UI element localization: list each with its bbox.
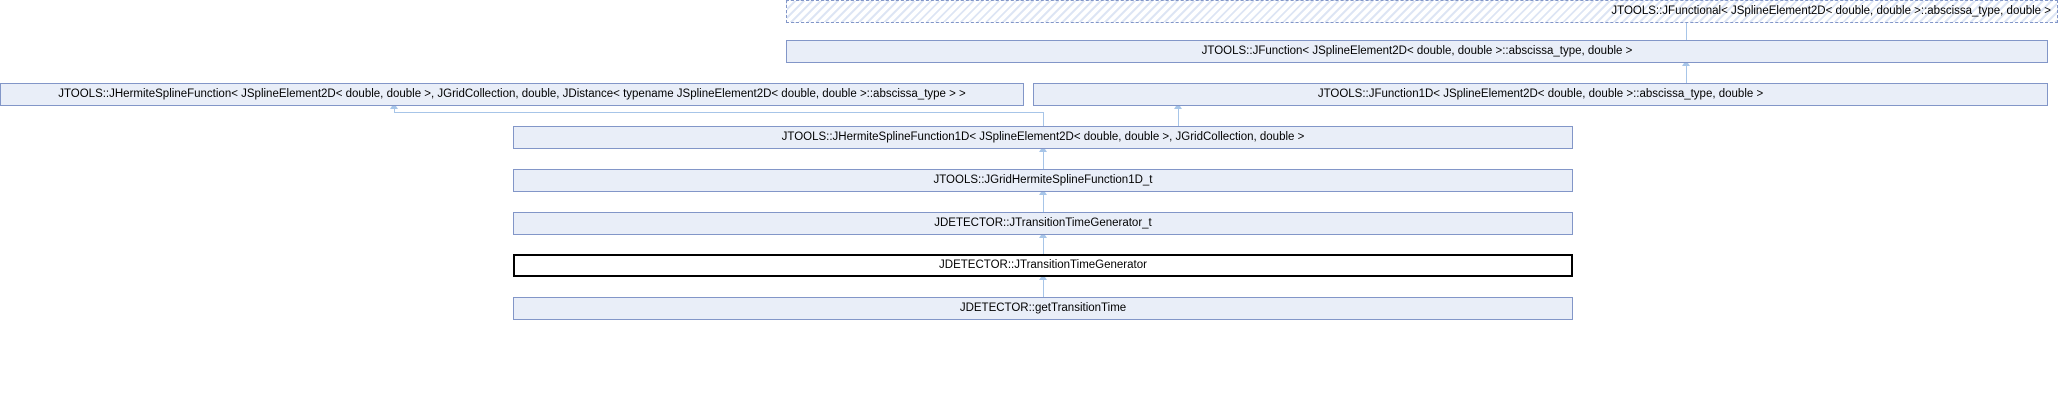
edge-jttg-to-jttg_t (1043, 235, 1044, 254)
edge-jfunction1d-to-jfunction (1686, 63, 1687, 83)
class-node-jtransitiontimegenerator-t[interactable]: JDETECTOR::JTransitionTimeGenerator_t (513, 212, 1573, 235)
edge-gettt-to-jttg (1043, 277, 1044, 297)
edge-jhermite1d-to-jhermite-drop (394, 106, 395, 112)
class-node-label: JTOOLS::JFunction1D< JSplineElement2D< d… (1317, 87, 1764, 100)
class-node-jgridhermitesplinefunction1d-t[interactable]: JTOOLS::JGridHermiteSplineFunction1D_t (513, 169, 1573, 192)
arrowhead-jfunction1d-to-jfunction (1682, 60, 1690, 66)
edge-jhermite1d-riser (1043, 112, 1044, 126)
arrowhead-jttg_t-to-jgrid (1039, 189, 1047, 195)
class-node-label: JDETECTOR::JTransitionTimeGenerator (939, 258, 1147, 271)
arrowhead-jhermite1d-to-jfunction1d (1174, 103, 1182, 109)
class-node-gettransitiontime[interactable]: JDETECTOR::getTransitionTime (513, 297, 1573, 320)
edge-jhermite1d-to-jhermite-horizontal (394, 112, 1044, 113)
class-node-jfunction[interactable]: JTOOLS::JFunction< JSplineElement2D< dou… (786, 40, 2048, 63)
edge-jfunction-to-jfunctional (1686, 23, 1687, 40)
class-node-label: JTOOLS::JFunctional< JSplineElement2D< d… (1611, 4, 2051, 17)
class-node-label: JDETECTOR::JTransitionTimeGenerator_t (934, 216, 1152, 229)
class-node-jfunction1d[interactable]: JTOOLS::JFunction1D< JSplineElement2D< d… (1033, 83, 2048, 106)
edge-jgrid-to-jhermite1d (1043, 149, 1044, 169)
class-node-label: JTOOLS::JGridHermiteSplineFunction1D_t (933, 173, 1153, 186)
arrowhead-gettt-to-jttg (1039, 274, 1047, 280)
class-node-label: JTOOLS::JHermiteSplineFunction1D< JSplin… (781, 130, 1305, 143)
class-node-jfunctional[interactable]: JTOOLS::JFunctional< JSplineElement2D< d… (786, 0, 2058, 23)
class-node-jhermitesplinefunction1d[interactable]: JTOOLS::JHermiteSplineFunction1D< JSplin… (513, 126, 1573, 149)
arrowhead-jhermite1d-to-jhermite (390, 103, 398, 109)
edge-jhermite1d-to-jfunction1d (1178, 106, 1179, 126)
class-node-label: JTOOLS::JFunction< JSplineElement2D< dou… (1201, 44, 1633, 57)
class-node-jtransitiontimegenerator-current[interactable]: JDETECTOR::JTransitionTimeGenerator (513, 254, 1573, 277)
class-node-label: JTOOLS::JHermiteSplineFunction< JSplineE… (58, 87, 966, 100)
class-node-jhermitesplinefunction[interactable]: JTOOLS::JHermiteSplineFunction< JSplineE… (0, 83, 1024, 106)
arrowhead-jgrid-to-jhermite1d (1039, 146, 1047, 152)
arrowhead-jttg-to-jttg_t (1039, 232, 1047, 238)
edge-jttg_t-to-jgrid (1043, 192, 1044, 212)
class-node-label: JDETECTOR::getTransitionTime (959, 301, 1127, 314)
